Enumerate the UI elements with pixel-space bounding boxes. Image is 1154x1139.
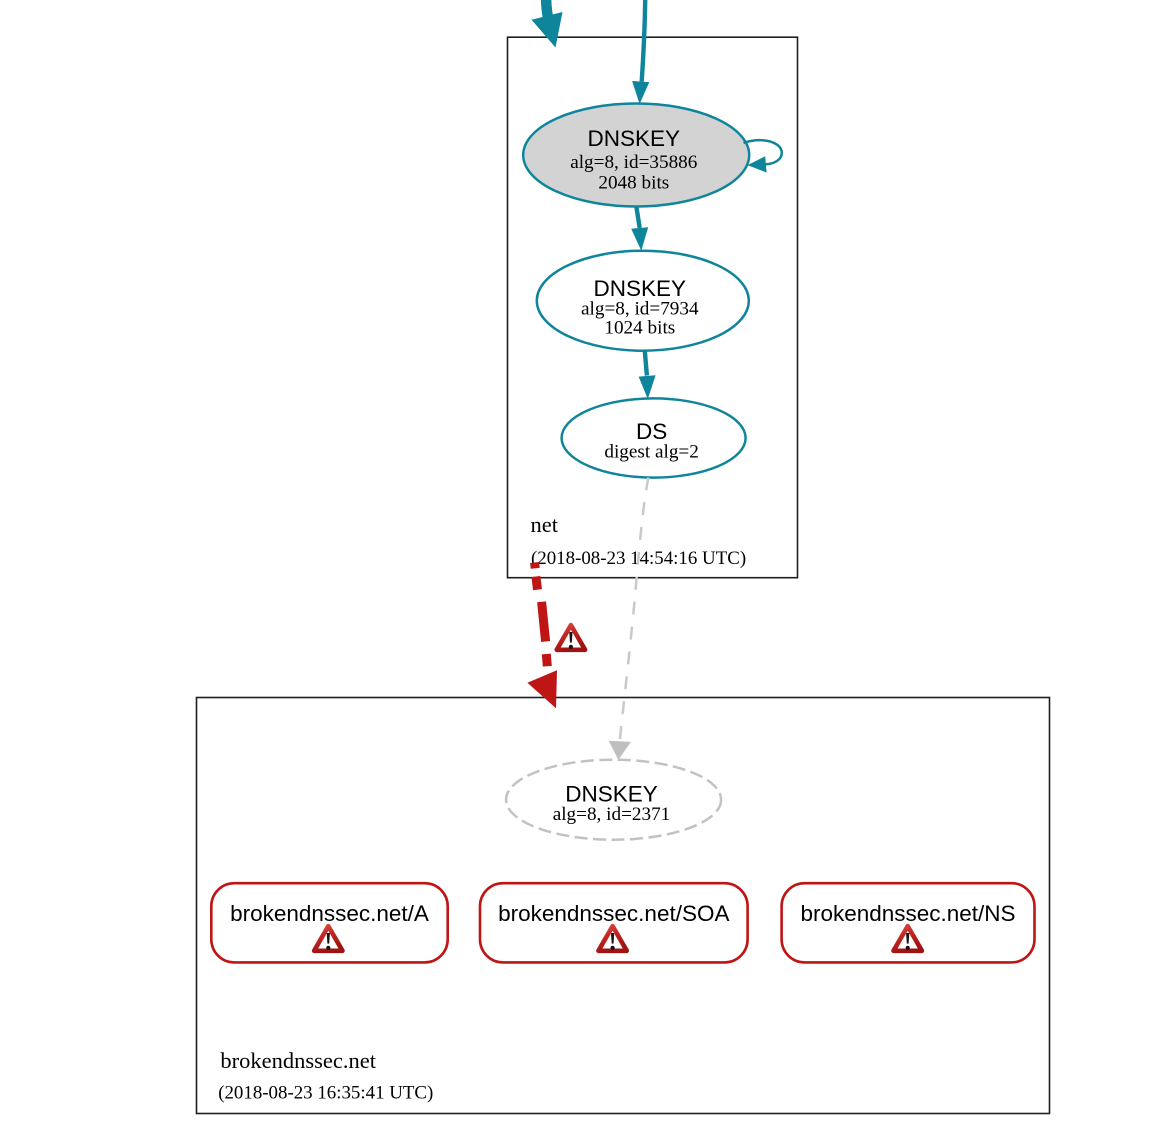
svg-text:brokendnssec.net/SOA: brokendnssec.net/SOA: [498, 901, 729, 926]
svg-text:alg=8, id=35886: alg=8, id=35886: [570, 152, 698, 173]
svg-text:alg=8, id=2371: alg=8, id=2371: [553, 804, 671, 825]
svg-text:brokendnssec.net/A: brokendnssec.net/A: [230, 901, 429, 926]
svg-text:2048 bits: 2048 bits: [598, 172, 669, 193]
svg-text:(2018-08-23 16:35:41 UTC): (2018-08-23 16:35:41 UTC): [218, 1082, 433, 1103]
svg-text:1024 bits: 1024 bits: [604, 318, 675, 339]
svg-text:DNSKEY: DNSKEY: [594, 276, 687, 301]
svg-text:DNSKEY: DNSKEY: [588, 126, 681, 151]
svg-text:digest alg=2: digest alg=2: [604, 441, 699, 462]
svg-text:net: net: [531, 512, 559, 537]
svg-text:alg=8, id=7934: alg=8, id=7934: [581, 299, 699, 320]
svg-text:DS: DS: [636, 419, 667, 444]
svg-text:brokendnssec.net: brokendnssec.net: [220, 1048, 376, 1073]
svg-text:DNSKEY: DNSKEY: [565, 782, 658, 807]
svg-text:brokendnssec.net/NS: brokendnssec.net/NS: [800, 901, 1015, 926]
